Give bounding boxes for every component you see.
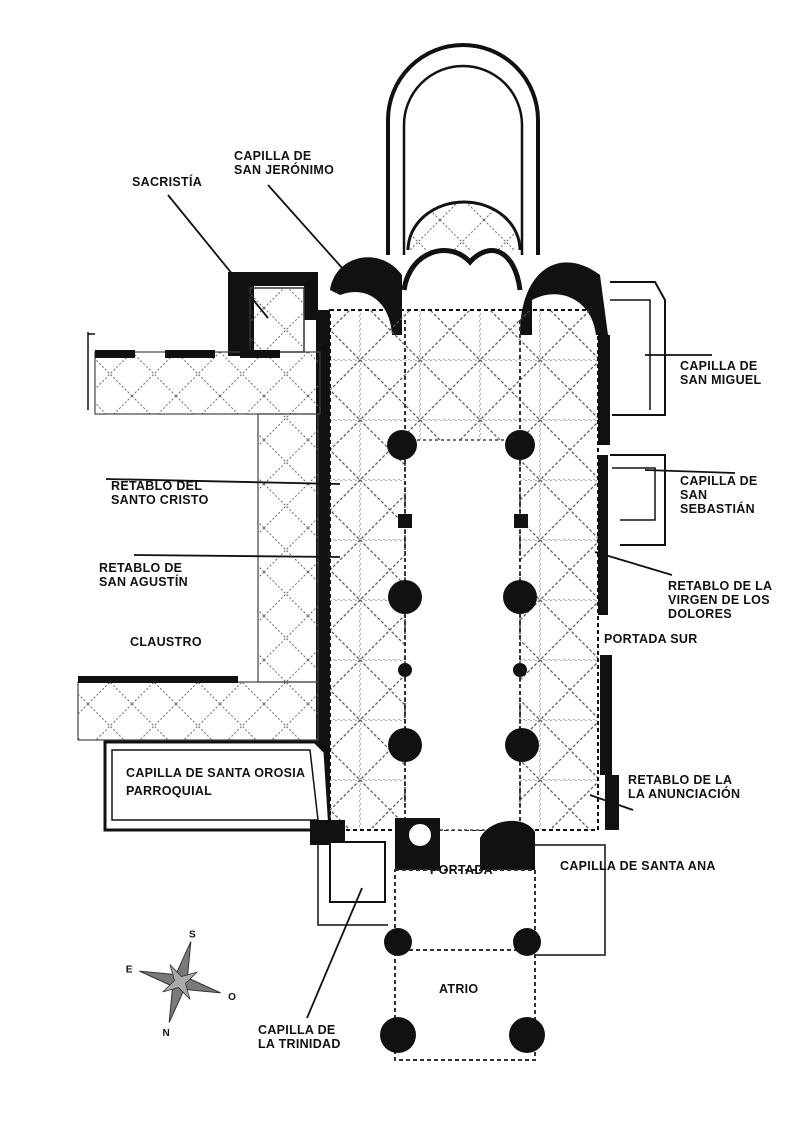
leader-lines <box>105 184 736 1019</box>
head-chapels <box>330 248 608 335</box>
label-retablo-virgen-dolores: RETABLO DE LA VIRGEN DE LOS DOLORES <box>668 579 776 621</box>
leader-trinidad <box>306 887 363 1019</box>
leader-san-sebastian <box>644 469 736 474</box>
label-capilla-santa-orosia: CAPILLA DE SANTA OROSIA PARROQUIAL <box>126 766 309 798</box>
label-capilla-san-sebastian: CAPILLA DE SAN SEBASTIÁN <box>680 474 761 516</box>
leader-santo-cristo <box>105 478 341 485</box>
label-atrio: ATRIO <box>439 982 478 996</box>
south-chapels <box>610 281 666 546</box>
label-retablo-santo-cristo: RETABLO DEL SANTO CRISTO <box>111 479 209 507</box>
label-retablo-anunciacion: RETABLO DE LA LA ANUNCIACIÓN <box>628 773 740 801</box>
compass-east: S <box>189 930 196 941</box>
compass-south: O <box>228 992 236 1003</box>
label-sacristia: SACRISTÍA <box>132 174 202 189</box>
leader-san-jeronimo <box>267 184 361 289</box>
nave <box>329 309 599 831</box>
compass-rose: E O S N <box>126 930 236 1040</box>
label-capilla-trinidad: CAPILLA DE LA TRINIDAD <box>258 1023 341 1051</box>
leader-sacristia <box>167 194 269 319</box>
apse <box>386 43 540 255</box>
leader-san-agustin <box>133 554 341 558</box>
compass-west: N <box>163 1028 170 1039</box>
label-capilla-san-jeronimo: CAPILLA DE SAN JERÓNIMO <box>234 149 334 177</box>
label-capilla-santa-ana: CAPILLA DE SANTA ANA <box>560 859 716 873</box>
piers <box>380 430 545 1053</box>
cloister <box>77 332 321 741</box>
leader-anunciacion <box>589 794 634 811</box>
sacristy <box>249 287 305 353</box>
entrance-block <box>310 818 606 1061</box>
label-portada: PORTADA <box>430 863 493 877</box>
labels: SACRISTÍA CAPILLA DE SAN JERÓNIMO CAPILL… <box>99 149 776 1051</box>
leader-virgen-dolores <box>594 551 673 576</box>
label-retablo-san-agustin: RETABLO DE SAN AGUSTÍN <box>99 561 188 589</box>
compass-north: E <box>126 965 133 976</box>
label-claustro: CLAUSTRO <box>130 635 202 649</box>
label-capilla-san-miguel: CAPILLA DE SAN MIGUEL <box>680 359 762 387</box>
label-portada-sur: PORTADA SUR <box>604 632 698 646</box>
south-wall <box>598 335 619 830</box>
